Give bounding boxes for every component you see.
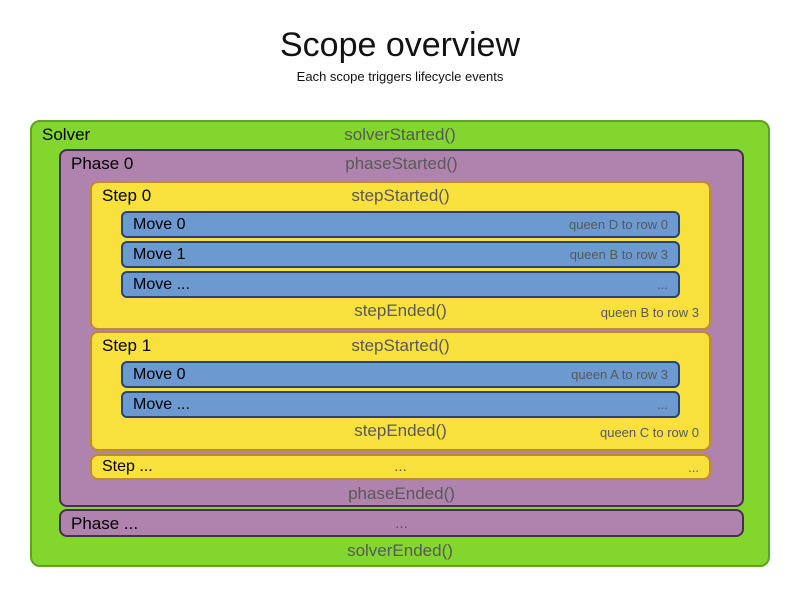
step1-started-event: stepStarted() [351, 336, 450, 355]
step0-ended-event: stepEnded() [354, 301, 447, 320]
step0-started-event: stepStarted() [351, 186, 450, 205]
move-label: Move 0 [133, 215, 186, 233]
phase-ended-event: phaseEnded() [348, 484, 455, 503]
step1-ended-event: stepEnded() [354, 421, 447, 440]
page-subtitle: Each scope triggers lifecycle events [296, 69, 504, 84]
move-label: Move 0 [133, 365, 186, 383]
step1-scope-box: Step 1 stepStarted() Move 0 queen A to r… [90, 331, 711, 451]
move-label: Move ... [133, 275, 190, 293]
phase-more-bar: Phase ... ... [59, 509, 744, 537]
phase-more-label: Phase ... [71, 514, 139, 533]
move-result: queen D to row 0 [568, 217, 668, 232]
step0-ended-result: queen B to row 3 [600, 305, 699, 320]
solver-ended-event: solverEnded() [347, 541, 453, 560]
step-more-bar: Step ... ... ... [90, 454, 711, 480]
move-row: Move 1 queen B to row 3 [121, 241, 680, 268]
move-row: Move 0 queen D to row 0 [121, 211, 680, 238]
step0-label: Step 0 [102, 186, 152, 205]
move-row: Move 0 queen A to row 3 [121, 361, 680, 388]
phase0-scope-box: Phase 0 phaseStarted() Step 0 stepStarte… [59, 149, 744, 507]
step-more-label: Step ... [102, 458, 153, 475]
phase-more-ellipsis: ... [395, 515, 408, 532]
move-label: Move 1 [133, 245, 186, 263]
move-result: queen B to row 3 [569, 247, 668, 262]
step1-footer: stepEnded() queen C to row 0 [92, 421, 709, 447]
phase0-label: Phase 0 [71, 154, 134, 173]
step1-label: Step 1 [102, 336, 152, 355]
move-label: Move ... [133, 395, 190, 413]
step0-scope-box: Step 0 stepStarted() Move 0 queen D to r… [90, 181, 711, 330]
step0-footer: stepEnded() queen B to row 3 [92, 301, 709, 327]
move-result: ... [657, 277, 668, 292]
solver-label: Solver [42, 125, 91, 144]
move-result: ... [657, 397, 668, 412]
step1-ended-result: queen C to row 0 [599, 425, 699, 440]
phase-started-event: phaseStarted() [345, 154, 458, 173]
step-more-ellipsis: ... [394, 458, 407, 475]
solver-started-event: solverStarted() [344, 125, 456, 144]
move-row: Move ... ... [121, 391, 680, 418]
solver-scope-box: Solver solverStarted() Phase 0 phaseStar… [30, 120, 770, 567]
move-result: queen A to row 3 [571, 367, 668, 382]
page-title: Scope overview [279, 26, 520, 64]
move-row: Move ... ... [121, 271, 680, 298]
step-more-right-ellipsis: ... [688, 460, 699, 475]
